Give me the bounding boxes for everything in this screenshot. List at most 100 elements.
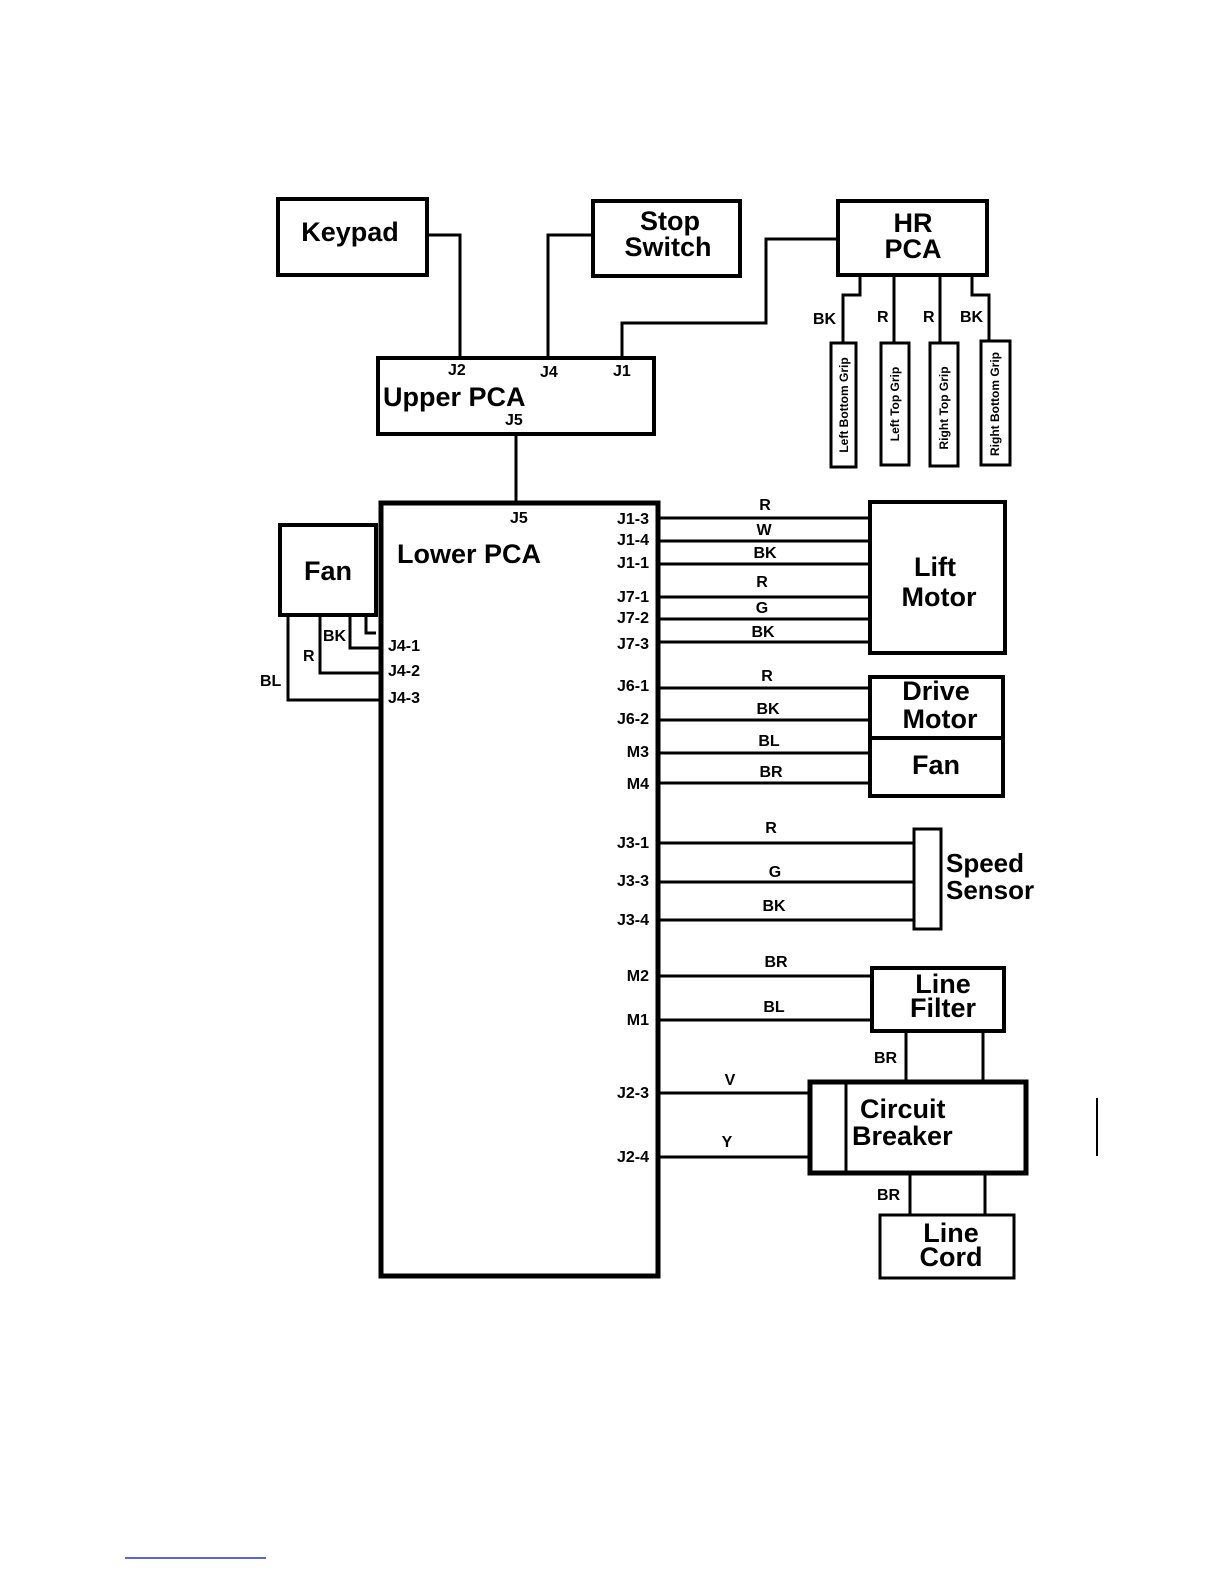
fan-pins: J4-1 J4-2 J4-3 [388,638,420,707]
wire-color-label: W [756,522,772,539]
upper-pca-block: J2 J4 J1 Upper PCA J5 [376,356,656,436]
wire-color-label: R [765,820,777,837]
line-filter-label-line2: Filter [910,993,977,1023]
drive-motor-label-line1: Drive [902,676,970,706]
hr-pca-block: HR PCA [836,199,989,277]
wire-color-label: BR [764,954,788,971]
lift-motor-label-line1: Lift [914,552,956,582]
lift-motor-label-line2: Motor [902,582,977,612]
grip-label: Right Bottom Grip [988,352,1002,456]
wire-fan-r [318,616,382,675]
upper-pin-j1: J1 [613,363,631,380]
hr-pca-label-line1: HR [894,208,933,238]
pin-label: J7-2 [617,610,649,627]
speed-sensor-label-line2: Sensor [946,875,1034,905]
filter-breaker-wire-label: BR [874,1050,898,1067]
pin-label: J2-3 [617,1085,649,1102]
lower-pin-j5: J5 [510,510,528,527]
stop-switch-label-line1: Stop [640,206,700,236]
wire-color-label: BL [758,733,780,750]
speed-sensor-block: Speed Sensor [912,827,1034,931]
pin-label: J6-2 [617,711,649,728]
upper-pin-j2: J2 [448,362,466,379]
grip-label: Right Top Grip [937,366,951,449]
fan-pin-label: J4-1 [388,638,420,655]
pin-label: J3-1 [617,835,649,852]
wire-keypad-j2 [428,233,462,358]
keypad-label: Keypad [301,217,399,247]
breaker-cord-wire-label: BR [877,1187,901,1204]
hr-pca-label-line2: PCA [884,234,941,264]
pin-label: J3-3 [617,873,649,890]
pin-label: J1-4 [617,532,649,549]
wire-color-label: BL [763,999,785,1016]
circuit-breaker-label-line1: Circuit [860,1094,946,1124]
wire-color-label: R [759,497,771,514]
drive-motor-label-line2: Motor [903,704,978,734]
keypad-block: Keypad [276,197,429,277]
pin-label: J6-1 [617,678,649,695]
pin-label: J1-1 [617,555,649,572]
wire-color-label: BK [762,898,786,915]
grip-right-top: Right Top Grip [928,341,960,468]
pin-label: J7-1 [617,589,649,606]
lower-pca-label: Lower PCA [397,539,541,569]
wire-color-label: G [756,600,768,617]
circuit-breaker-label-line2: Breaker [852,1121,953,1151]
drive-motor-block: Drive Motor [868,675,1005,740]
grip-wire-label: R [923,309,935,326]
upper-pca-label: Upper PCA [383,382,526,412]
pin-label: J3-4 [617,912,649,929]
wire-color-label: BK [751,624,775,641]
wire-color-label: BK [753,545,777,562]
grip-label: Left Top Grip [888,367,902,441]
pin-label: J7-3 [617,636,649,653]
grip-wire-label: BK [813,311,837,328]
wires [286,233,991,1215]
wire-fan-bl [286,616,382,702]
drive-fan-block: Fan [868,736,1005,798]
wire-stop-switch-j4 [546,233,593,358]
wire-color-label: BR [759,764,783,781]
pin-label: M4 [627,776,649,793]
fan-wire-label: BL [260,673,282,690]
pin-label: M1 [627,1012,649,1029]
wire-color-label: G [769,864,781,881]
wire-fan-bk [348,616,382,650]
wire-grip-left-bottom [841,276,862,343]
wire-color-label: R [761,668,773,685]
speed-sensor-label-line1: Speed [946,848,1024,878]
circuit-breaker-block: Circuit Breaker [807,1079,1029,1176]
upper-pin-j5: J5 [505,412,523,429]
stop-switch-label-line2: Switch [624,232,711,262]
wire-color-label: R [756,574,768,591]
fan-wire-label: BK [323,628,347,645]
grip-left-bottom: Left Bottom Grip [829,341,858,469]
line-filter-block: Line Filter [870,966,1006,1033]
upper-pin-j4: J4 [540,364,558,381]
pin-label: M3 [627,744,649,761]
wire-fan-tab [364,616,376,635]
grip-wire-label: R [877,309,889,326]
grip-wire-label: BK [960,309,984,326]
line-filter-label-line1: Line [915,969,971,999]
wire-grip-right-bottom [970,276,991,343]
lower-pca-block: J5 Lower PCA J1-3J1-4J1-1J7-1J7-2J7-3J6-… [378,500,661,1279]
grip-label: Left Bottom Grip [837,357,851,452]
fan-left-label: Fan [304,556,352,586]
grip-left-top: Left Top Grip [879,341,911,467]
pin-label: J1-3 [617,511,649,528]
line-cord-label-line1: Line [923,1218,979,1248]
grip-right-bottom: Right Bottom Grip [979,339,1012,467]
line-cord-label-line2: Cord [920,1242,983,1272]
drive-fan-label: Fan [912,750,960,780]
fan-left-block: Fan [278,523,378,617]
fan-pin-label: J4-2 [388,663,420,680]
pin-label: J2-4 [617,1149,649,1166]
stop-switch-block: Stop Switch [591,199,742,278]
fan-wire-label: R [303,648,315,665]
wire-color-label: Y [722,1134,733,1151]
right-pins: J1-3J1-4J1-1J7-1J7-2J7-3J6-1J6-2M3M4J3-1… [617,511,649,1166]
